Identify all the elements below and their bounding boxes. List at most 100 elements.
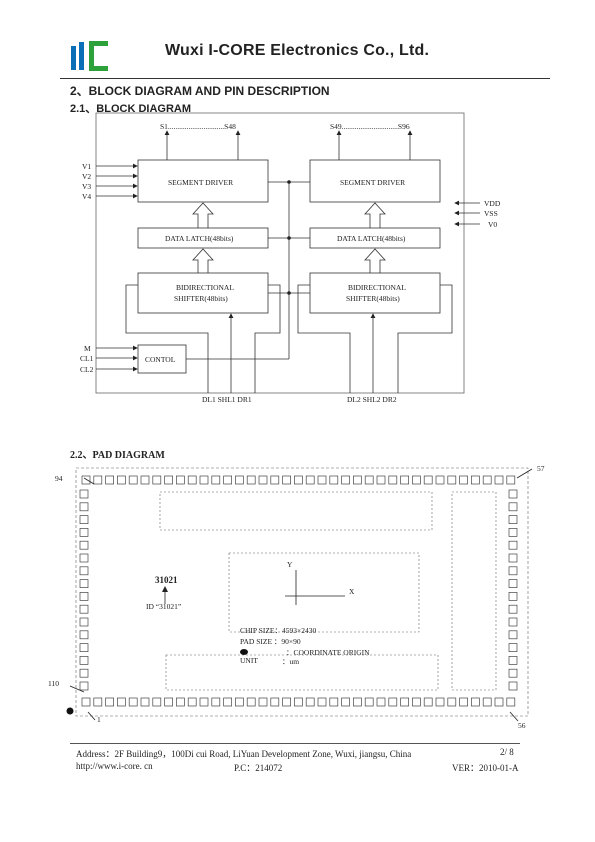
bond-pad (258, 475, 268, 485)
bond-pad (79, 656, 89, 665)
bond-pad (223, 697, 232, 707)
footer-page-number: 2/ 8 (500, 747, 514, 757)
bond-pad (506, 697, 516, 707)
shifter-left-label-1: BIDIRECTIONAL (176, 283, 234, 292)
bond-pad (128, 697, 138, 707)
bond-pad (508, 617, 518, 627)
bond-pad (508, 515, 518, 524)
bond-pad (329, 475, 339, 485)
bond-pad (508, 656, 518, 665)
input-m: M (84, 344, 91, 353)
bottom-left-pins-label: DL1 SHL1 DR1 (202, 395, 252, 404)
bond-pad (235, 697, 244, 707)
bond-pad (140, 697, 150, 707)
shifter-right-label-1: BIDIRECTIONAL (348, 283, 406, 292)
bond-pad (388, 475, 398, 485)
data-latch-left-label: DATA LATCH(48bits) (165, 234, 234, 243)
unit-value: ：um (282, 657, 299, 666)
footer-version: VER：2010-01-A (452, 763, 519, 773)
bond-pad (435, 697, 445, 707)
input-vdd: VDD (484, 199, 501, 208)
bond-pad (79, 528, 89, 537)
segment-driver-right-box (309, 159, 441, 203)
bond-pad (435, 475, 445, 485)
bond-pad (211, 475, 221, 485)
bond-pad (508, 643, 518, 652)
bond-pad (353, 475, 362, 485)
shifter-right-label-2: SHIFTER(48bits) (346, 294, 400, 303)
bond-pad (79, 515, 89, 524)
bond-pad (81, 475, 91, 485)
bond-pad (176, 697, 185, 707)
bond-pad (459, 475, 468, 485)
header-divider (60, 78, 550, 79)
bond-pad (176, 475, 185, 485)
bond-pad (187, 697, 197, 707)
id-number: 31021 (155, 575, 178, 585)
bond-pad (508, 579, 518, 588)
bond-pad (412, 697, 421, 707)
bond-pad (79, 553, 89, 563)
input-vss: VSS (484, 209, 498, 218)
bond-pad (508, 528, 518, 537)
pad-diagram: 57 94 110 1 56 Y X ID “31021” CHIP SIZE：… (48, 464, 545, 730)
bond-pad (282, 475, 291, 485)
bond-pad (79, 617, 89, 627)
bond-pad (459, 697, 468, 707)
pad-1-label: 1 (97, 715, 101, 724)
pad-56-label: 56 (518, 721, 526, 730)
bond-pad (388, 697, 398, 707)
bond-pad (79, 579, 89, 588)
bond-pad (508, 592, 518, 601)
bond-pad (199, 475, 209, 485)
footer-divider (70, 743, 520, 744)
bond-pad (79, 540, 89, 550)
footer-website[interactable]: http://www.i-core. cn (76, 761, 153, 771)
bond-pad (246, 475, 256, 485)
bond-pad (412, 475, 421, 485)
pad-57-label: 57 (537, 464, 545, 473)
bond-pad (93, 475, 103, 485)
bond-pad (508, 681, 518, 691)
region-right (451, 491, 497, 691)
bond-pad (494, 475, 504, 485)
bond-pad (79, 681, 89, 691)
company-name: Wuxi I-CORE Electronics Co., Ltd. (165, 42, 430, 59)
bond-pad (282, 697, 291, 707)
bottom-right-pins-label: DL2 SHL2 DR2 (347, 395, 397, 404)
bond-pad (400, 475, 409, 485)
bond-pad (223, 475, 232, 485)
bond-pad (508, 540, 518, 550)
chip-outline (75, 467, 529, 717)
input-v4: V4 (82, 192, 91, 201)
bond-pad (79, 592, 89, 601)
id-label: ID “31021” (146, 602, 181, 611)
bond-pad (506, 475, 516, 485)
x-axis-label: X (349, 587, 355, 596)
bond-pad (508, 668, 518, 678)
bond-pad (79, 668, 89, 678)
bond-pad (81, 697, 91, 707)
data-latch-right-label: DATA LATCH(48bits) (337, 234, 406, 243)
top-right-pins-label: S49..............................S96 (330, 122, 410, 131)
bond-pad (246, 697, 256, 707)
bond-pad (400, 697, 409, 707)
input-cl1: CL1 (80, 354, 94, 363)
bond-pad (79, 643, 89, 652)
bond-pad (152, 475, 162, 485)
bond-pad (364, 475, 374, 485)
bond-pad (117, 475, 126, 485)
bond-pad (140, 475, 150, 485)
bond-pad (423, 697, 433, 707)
pad-110-label: 110 (48, 679, 59, 688)
icore-logo-icon (71, 41, 108, 71)
bond-pad (235, 475, 244, 485)
y-axis-label: Y (287, 560, 293, 569)
bond-pad (508, 604, 518, 614)
input-cl2: CL2 (80, 365, 94, 374)
input-v2: V2 (82, 172, 91, 181)
footer-postcode: P.C：214072 (234, 763, 283, 773)
footer-address: Address：2F Building9，100Di cui Road, LiY… (76, 749, 412, 759)
chip-size-label: CHIP SIZE：4593×2430 (240, 626, 316, 635)
pad-size-label: PAD SIZE ：90×90 (240, 637, 301, 646)
